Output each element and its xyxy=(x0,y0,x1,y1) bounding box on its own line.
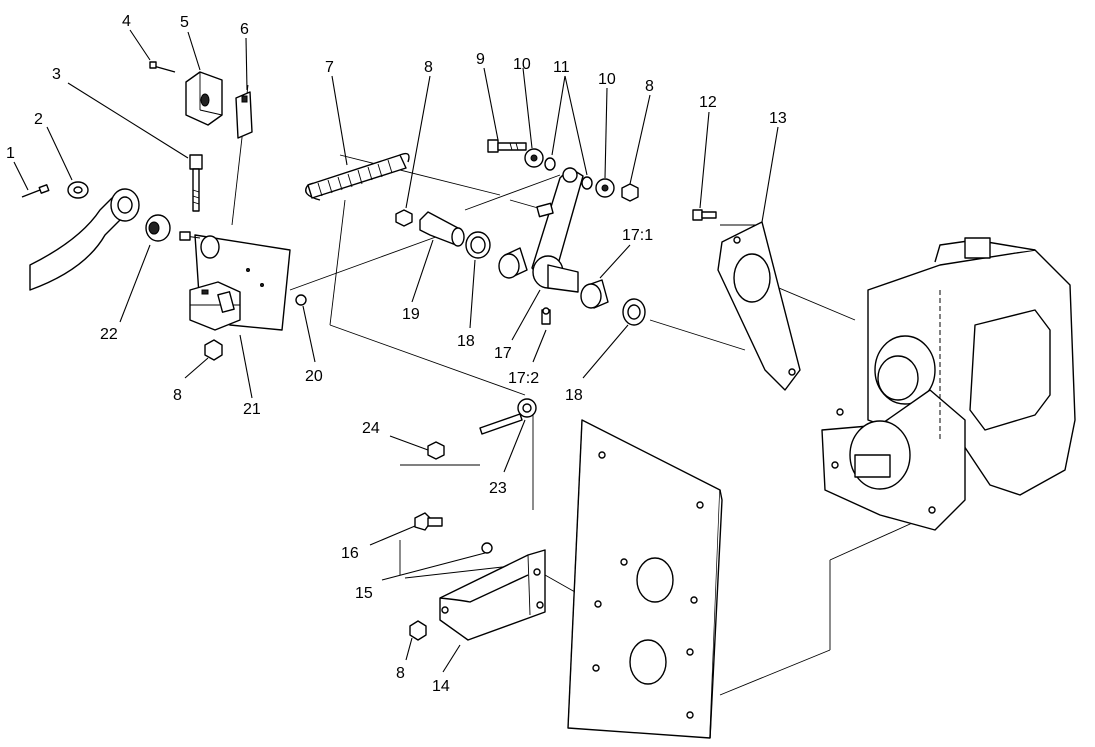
callout-8-bottom: 8 xyxy=(396,665,405,682)
callout-3: 3 xyxy=(52,66,61,83)
part-8-nut-center xyxy=(395,209,413,227)
callout-19: 19 xyxy=(402,306,420,323)
control-lever-arm xyxy=(29,188,140,291)
callout-8-top-right: 8 xyxy=(645,78,654,95)
callout-17: 17 xyxy=(494,345,512,362)
callout-17-1: 17:1 xyxy=(622,227,653,244)
part-13-mounting-plate xyxy=(717,221,801,391)
bracket-clamp-block xyxy=(189,281,241,331)
part-8-nut-left xyxy=(204,339,223,361)
callout-6: 6 xyxy=(240,21,249,38)
part-20-nut xyxy=(295,294,307,306)
main-mounting-plate xyxy=(567,419,723,739)
part-11-washer-right xyxy=(581,176,593,190)
part-8-nut-bottom xyxy=(409,620,427,641)
callout-5: 5 xyxy=(180,14,189,31)
callout-11: 11 xyxy=(553,59,570,76)
callout-23: 23 xyxy=(489,480,507,497)
part-4-screw xyxy=(149,61,176,73)
part-18-spacer-left xyxy=(465,231,491,259)
part-6-plate xyxy=(235,91,253,139)
part-17-2-grease-fitting xyxy=(541,307,551,325)
part-14-bracket xyxy=(439,549,546,641)
part-17-1-bushing xyxy=(580,279,609,309)
part-3-bolt xyxy=(189,154,203,212)
callout-8-left: 8 xyxy=(173,387,182,404)
part-15-clip xyxy=(481,542,493,554)
callout-18-left: 18 xyxy=(457,333,475,350)
part-7-spring xyxy=(305,152,410,201)
callout-1: 1 xyxy=(6,145,15,162)
part-22-bushing xyxy=(145,214,171,242)
callout-13: 13 xyxy=(769,110,787,127)
part-24-nut xyxy=(427,441,445,460)
part-8-nut-right xyxy=(621,183,639,202)
assembly-lines xyxy=(231,84,931,696)
part-2-washer xyxy=(67,181,89,199)
callout-21: 21 xyxy=(243,401,261,418)
callout-labels: 1 2 3 4 5 6 7 8 9 10 11 10 8 12 13 17:1 … xyxy=(6,13,787,695)
callout-18-right: 18 xyxy=(565,387,583,404)
part-19-pivot-pin xyxy=(419,211,465,247)
callout-12: 12 xyxy=(699,94,717,111)
part-17-bell-crank xyxy=(531,167,584,293)
part-9-bolt xyxy=(487,139,527,153)
callout-2: 2 xyxy=(34,111,43,128)
callout-14: 14 xyxy=(432,678,450,695)
callout-15: 15 xyxy=(355,585,373,602)
bushing-center xyxy=(498,247,528,279)
callout-4: 4 xyxy=(122,13,131,30)
part-23-rod-end xyxy=(479,398,537,435)
callout-22: 22 xyxy=(100,326,118,343)
part-5-clamp-block xyxy=(185,71,223,126)
callout-7: 7 xyxy=(325,59,334,76)
part-18-spacer-right xyxy=(622,298,646,326)
callout-9: 9 xyxy=(476,51,485,68)
part-12-bolt xyxy=(692,209,717,221)
callout-20: 20 xyxy=(305,368,323,385)
leader-lines xyxy=(13,29,779,673)
callout-10-right: 10 xyxy=(598,71,616,88)
callout-24: 24 xyxy=(362,420,380,437)
callout-8-top-center: 8 xyxy=(424,59,433,76)
callout-16: 16 xyxy=(341,545,359,562)
callout-10-left: 10 xyxy=(513,56,531,73)
hydraulic-pump xyxy=(821,237,1076,531)
part-16-bolt xyxy=(414,512,443,531)
callout-17-2: 17:2 xyxy=(508,370,539,387)
part-11-washer-left xyxy=(544,157,556,171)
part-10-spacer-right xyxy=(595,178,615,198)
part-1-screw xyxy=(21,184,50,198)
part-10-spacer-left xyxy=(524,148,544,168)
